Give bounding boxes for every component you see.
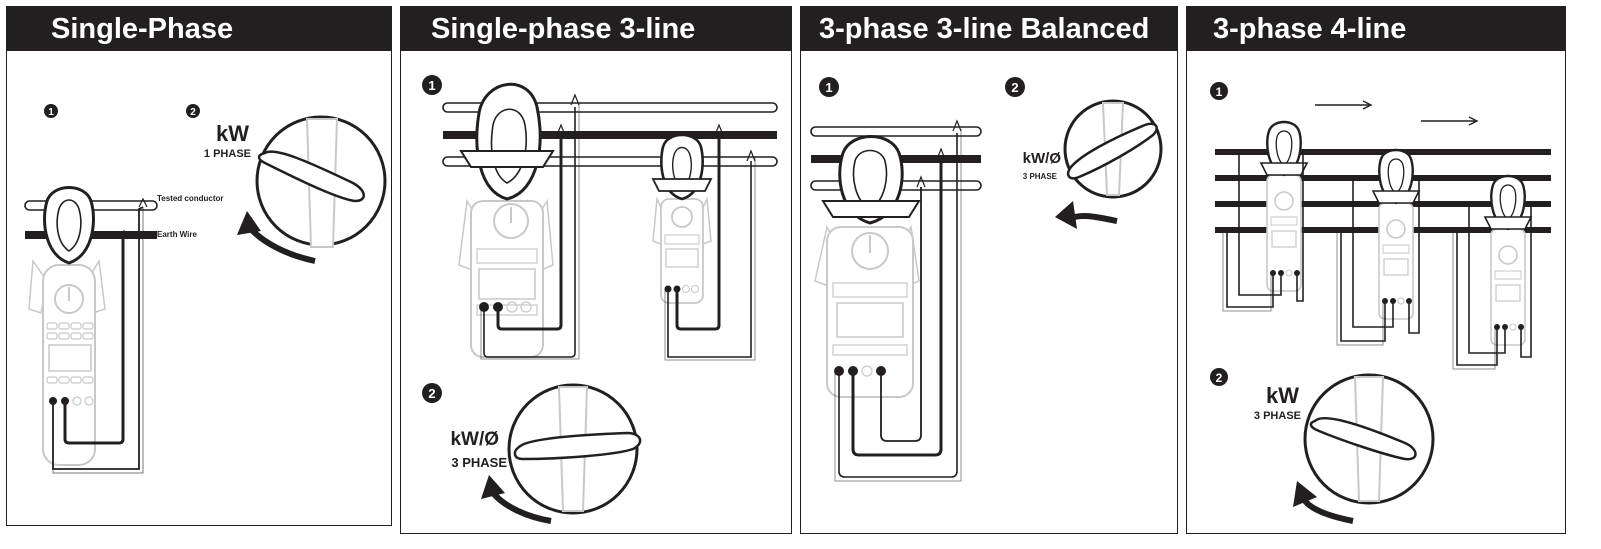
panel-title: Single-phase 3-line <box>401 7 791 51</box>
step-number: 2 <box>1011 80 1018 95</box>
direction-arrow-icon <box>1421 116 1479 126</box>
clamp-meter-icon <box>814 135 921 398</box>
dial-unit-label: kW/Ø <box>450 429 499 450</box>
conductor-1 <box>810 126 982 137</box>
dial-unit-label: kW <box>216 121 249 146</box>
rotation-arrow-icon <box>1293 481 1354 524</box>
clamp-meter-icon <box>28 186 106 466</box>
3-phase-4-line-diagram: 1 <box>1210 82 1551 524</box>
step-marker-2: 2 <box>1210 368 1228 386</box>
step-number: 1 <box>48 107 54 118</box>
panel-single-phase: Single-Phase 1 2 <box>6 6 392 526</box>
clamp-meter-icon <box>458 82 555 358</box>
step-marker-1: 1 <box>44 104 58 118</box>
step-marker-2: 2 <box>186 104 200 118</box>
rotary-dial-icon <box>1303 373 1435 505</box>
3-phase-3-line-diagram: 1 2 <box>810 77 1163 482</box>
single-phase-3-line-diagram: 1 <box>422 75 778 524</box>
conductor-1 <box>1215 149 1551 155</box>
test-leads <box>480 93 580 360</box>
dial-mode-label: 3 PHASE <box>451 455 507 470</box>
test-leads <box>834 119 962 482</box>
step-number: 2 <box>428 386 435 401</box>
dial-mode-label: 3 PHASE <box>1023 172 1058 181</box>
step-marker-2: 2 <box>422 383 442 403</box>
rotation-arrow-icon <box>237 211 316 264</box>
test-leads <box>1452 207 1532 370</box>
test-leads <box>1336 181 1420 346</box>
step-number: 1 <box>825 80 832 95</box>
clamp-meter-icon <box>1483 174 1533 346</box>
clamp-meter-icon <box>1259 120 1309 292</box>
panel-title: Single-Phase <box>7 7 391 51</box>
rotation-arrow-icon <box>1055 201 1118 229</box>
step-marker-1: 1 <box>1210 82 1228 100</box>
step-marker-1: 1 <box>422 75 442 95</box>
step-number: 1 <box>428 78 435 93</box>
step-number: 2 <box>190 107 196 118</box>
dial-unit-label: kW/Ø <box>1023 150 1062 167</box>
test-leads <box>1222 155 1304 312</box>
panel-3-phase-3-line-balanced: 3-phase 3-line Balanced 1 2 <box>800 6 1178 534</box>
rotary-dial-icon <box>507 383 642 515</box>
clamp-meter-icon <box>1371 148 1421 320</box>
earth-wire-label: Earth Wire <box>157 230 197 239</box>
rotation-arrow-icon <box>481 475 552 524</box>
dial-mode-label: 3 PHASE <box>1254 410 1301 422</box>
tested-conductor-label: Tested conductor <box>157 194 224 203</box>
test-leads <box>52 197 148 474</box>
single-phase-diagram: 1 2 <box>24 104 387 474</box>
panel-title: 3-phase 3-line Balanced <box>801 7 1177 51</box>
conductor-neutral <box>443 131 777 139</box>
direction-arrow-icon <box>1315 100 1373 110</box>
test-leads <box>664 123 756 361</box>
step-number: 1 <box>1216 85 1223 99</box>
rotary-dial-icon <box>1063 99 1163 199</box>
dial-unit-label: kW <box>1266 383 1299 408</box>
panel-title: 3-phase 4-line <box>1187 7 1565 51</box>
panel-3-phase-4-line: 3-phase 4-line 1 <box>1186 6 1566 534</box>
panel-single-phase-3-line: Single-phase 3-line 1 <box>400 6 792 534</box>
rotary-dial-icon <box>255 115 387 248</box>
dial-mode-label: 1 PHASE <box>204 148 251 160</box>
clamp-meter-icon <box>651 133 713 304</box>
step-marker-2: 2 <box>1005 77 1025 97</box>
step-number: 2 <box>1216 371 1223 385</box>
step-marker-1: 1 <box>819 77 839 97</box>
